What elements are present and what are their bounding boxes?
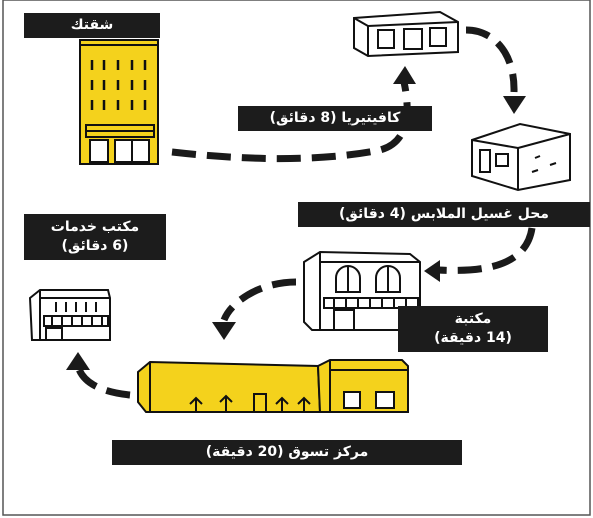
route-cafeteria-to-laundromat bbox=[465, 26, 518, 93]
arrow-to-services bbox=[66, 352, 90, 370]
cafeteria-building-icon bbox=[353, 10, 459, 58]
route-shopping-to-services bbox=[74, 364, 131, 399]
route-library-to-shopping bbox=[220, 278, 297, 322]
laundromat-building-icon bbox=[471, 122, 571, 192]
service-office-label-name: مكتب خدمات bbox=[50, 219, 140, 235]
library-label: مكتبة (14 دقيقة) bbox=[398, 306, 548, 352]
route-laundromat-to-library bbox=[437, 227, 536, 274]
library-label-time: (14 دقيقة) bbox=[434, 330, 512, 346]
shopping-center-building-icon bbox=[137, 359, 409, 413]
service-office-label: مكتب خدمات (6 دقائق) bbox=[24, 214, 166, 260]
shopping-center-label: مركز تسوق (20 دقيقة) bbox=[112, 440, 462, 465]
apartment-label: شقتك bbox=[24, 13, 160, 38]
service-office-building-icon bbox=[28, 289, 111, 341]
cafeteria-label: كافيتيريا (8 دقائق) bbox=[238, 106, 432, 131]
route-arrowheads bbox=[66, 66, 526, 370]
arrow-to-library bbox=[424, 260, 440, 282]
library-building-icon bbox=[303, 250, 421, 331]
laundromat-label: محل غسيل الملابس (4 دقائق) bbox=[298, 202, 590, 227]
service-office-label-time: (6 دقائق) bbox=[61, 238, 129, 254]
arrow-to-shopping bbox=[212, 322, 236, 340]
arrow-to-laundromat bbox=[503, 96, 526, 114]
arrow-to-cafeteria bbox=[393, 66, 416, 84]
library-label-name: مكتبة bbox=[454, 311, 492, 327]
apartment-building-icon bbox=[79, 39, 159, 165]
